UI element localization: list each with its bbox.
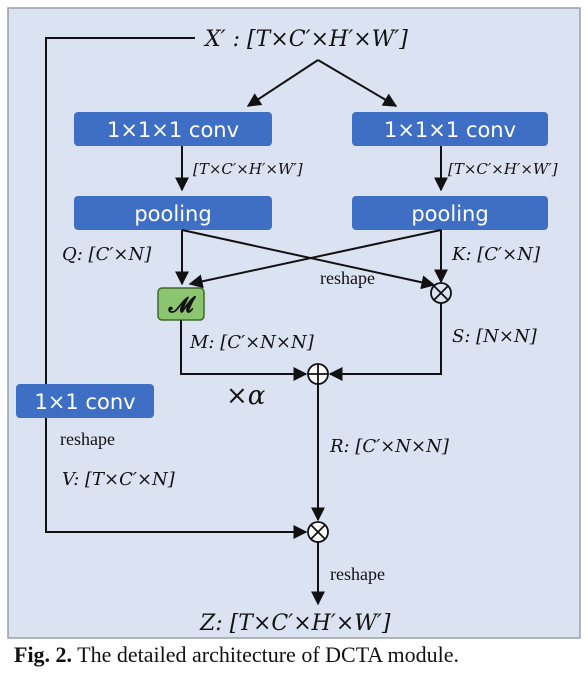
caption-text: The detailed architecture of DCTA module…	[77, 642, 460, 667]
s-label: S: [N×N]	[452, 326, 538, 347]
conv-v-box	[16, 384, 154, 418]
q-label: Q: [C′×N]	[62, 244, 152, 265]
arrow-x-to-right-conv	[317, 59, 398, 107]
r-label: R: [C′×N×N]	[329, 436, 450, 457]
diagram-background	[7, 7, 581, 639]
multiply-bottom-x2	[310, 524, 326, 540]
pool-left-box	[74, 196, 272, 230]
arrow-s-to-add	[328, 303, 442, 381]
m-label: M: [C′×N×N]	[189, 332, 315, 353]
z-label: Z: [T×C′×H′×W′]	[199, 611, 391, 636]
dcta-diagram: X′ : [T×C′×H′×W′] 1×1×1 conv 1×1×1 conv …	[7, 7, 581, 639]
x-prime-label: X′ : [T×C′×H′×W′]	[203, 27, 408, 52]
conv-left-box	[74, 112, 272, 146]
conv-left-label: 1×1×1 conv	[107, 118, 239, 142]
skip-line-left	[45, 37, 308, 539]
figure-caption: Fig. 2. The detailed architecture of DCT…	[14, 642, 586, 668]
m-operator-label: 𝓜	[168, 292, 197, 318]
reshape-out-label: reshape	[330, 564, 385, 584]
pool-right-box	[352, 196, 548, 230]
conv-v-label: 1×1 conv	[34, 390, 135, 414]
v-label: V: [T×C′×N]	[62, 469, 176, 490]
conv-right-box	[352, 112, 548, 146]
caption-label: Fig. 2.	[14, 642, 73, 667]
arrow-m-to-add	[180, 320, 308, 381]
reshape-v-label: reshape	[60, 429, 115, 449]
arrow-x-to-left-conv	[246, 59, 319, 107]
dim-right-label: [T×C′×H′×W′]	[448, 160, 558, 178]
conv-right-label: 1×1×1 conv	[384, 118, 516, 142]
pool-left-label: pooling	[134, 202, 211, 226]
multiply-top-x2	[433, 285, 449, 301]
arrow-cross-right-to-m	[188, 229, 442, 289]
dim-left-label: [T×C′×H′×W′]	[193, 160, 303, 178]
alpha-label: ×α	[226, 381, 266, 411]
arrow-cross-left-to-mult	[181, 229, 436, 290]
k-label: K: [C′×N]	[451, 244, 541, 265]
reshape-cross-label: reshape	[320, 268, 375, 288]
pool-right-label: pooling	[411, 202, 488, 226]
